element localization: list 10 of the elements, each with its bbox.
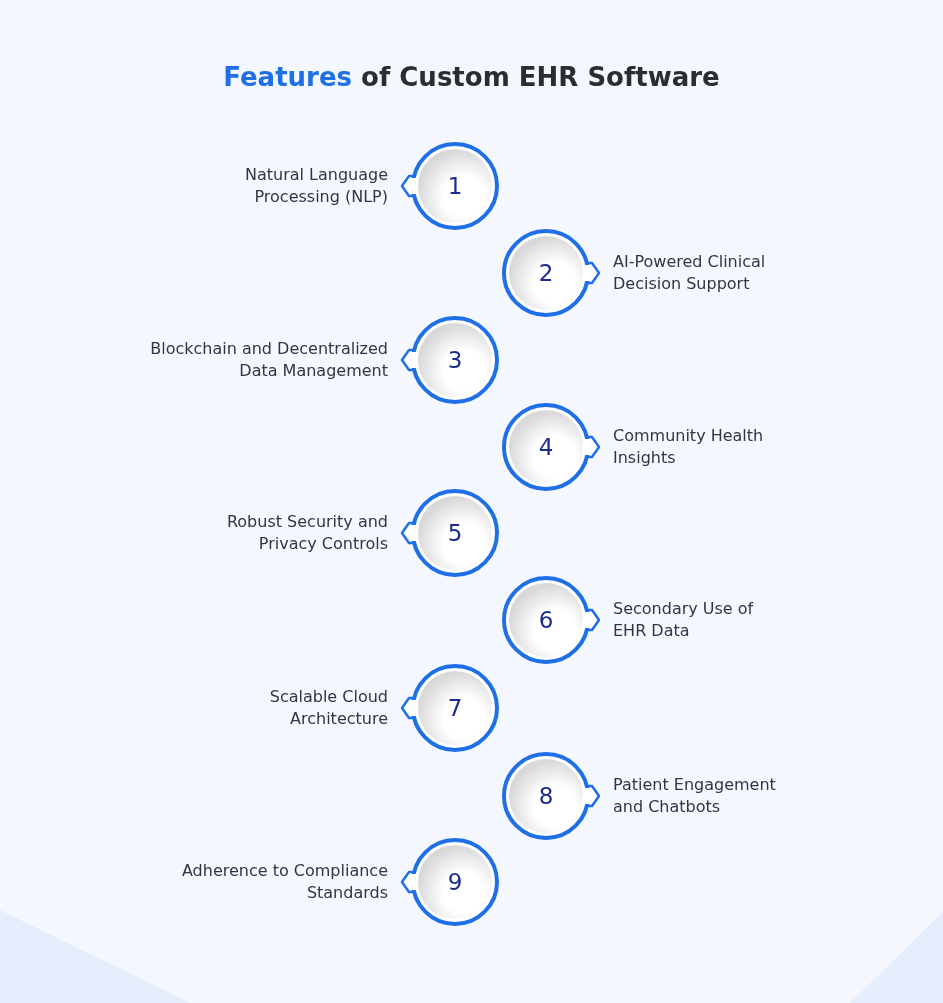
feature-label: Adherence to Compliance Standards bbox=[180, 860, 388, 904]
feature-label: Secondary Use of EHR Data bbox=[613, 598, 755, 642]
feature-label: Community Health Insights bbox=[613, 425, 765, 469]
feature-label: Blockchain and Decentralized Data Management bbox=[149, 338, 388, 382]
feature-label: Scalable Cloud Architecture bbox=[268, 686, 388, 730]
feature-label: Robust Security and Privacy Controls bbox=[225, 511, 388, 555]
feature-label: AI-Powered Clinical Decision Support bbox=[613, 251, 767, 295]
feature-label: Patient Engagement and Chatbots bbox=[613, 774, 777, 818]
feature-label: Natural Language Processing (NLP) bbox=[243, 164, 388, 208]
title: Features of Custom EHR Software bbox=[223, 61, 720, 94]
